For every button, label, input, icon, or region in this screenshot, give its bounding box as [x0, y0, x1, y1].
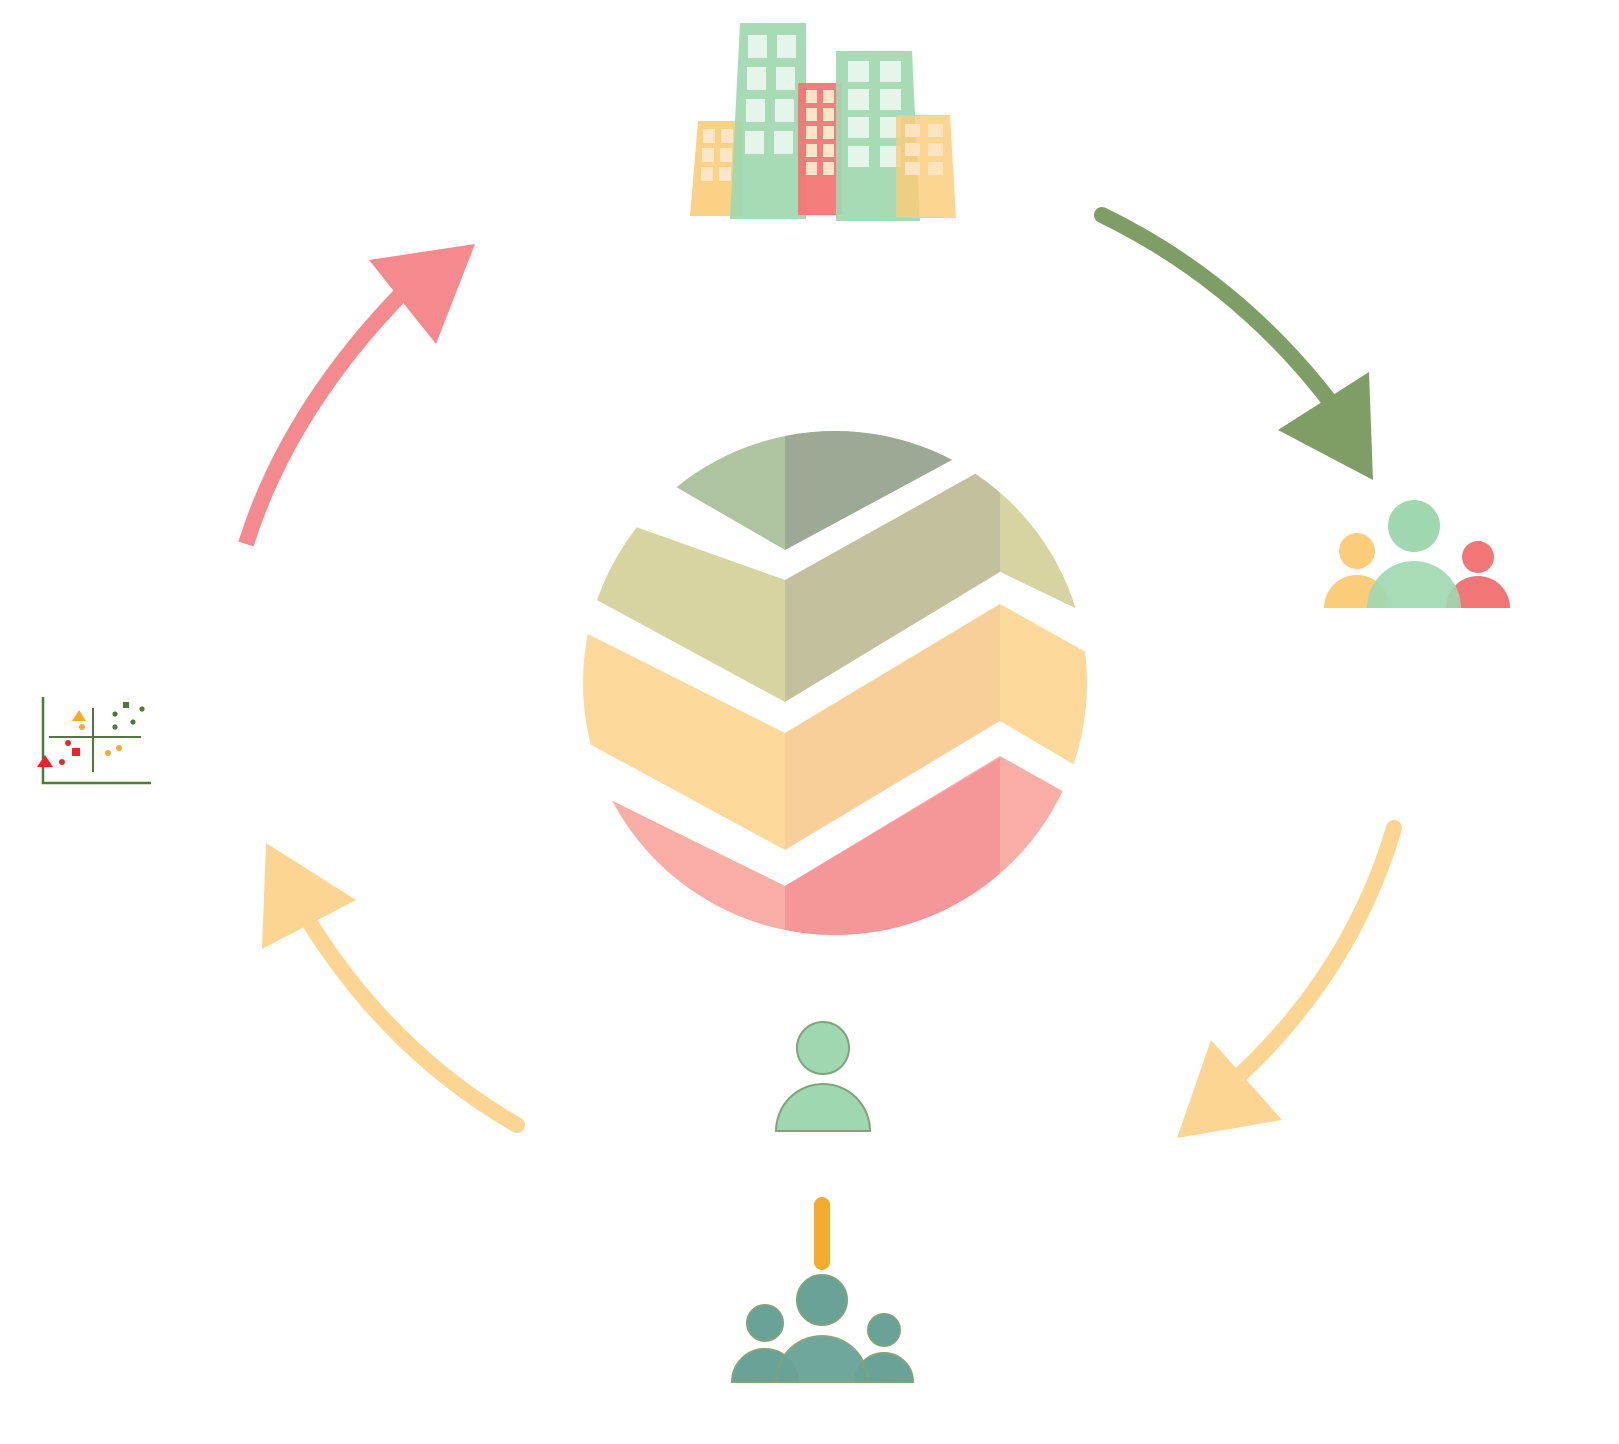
person-icon: [774, 1021, 872, 1132]
building-left: [690, 121, 742, 216]
people-team-icon: [730, 1274, 915, 1383]
arrow-group-to-person: [1177, 820, 1402, 1138]
arrow-scatter-to-buildings: [238, 244, 475, 547]
layered-chevron-logo: [583, 431, 1087, 935]
building-middle: [798, 83, 842, 215]
arrow-buildings-to-group: [1094, 207, 1373, 480]
building-right: [896, 115, 956, 218]
arrow-person-to-scatter: [262, 843, 525, 1133]
city-buildings-icon: [690, 23, 956, 221]
people-group-icon: [1324, 500, 1510, 608]
scatter-plot-icon: [37, 697, 151, 785]
